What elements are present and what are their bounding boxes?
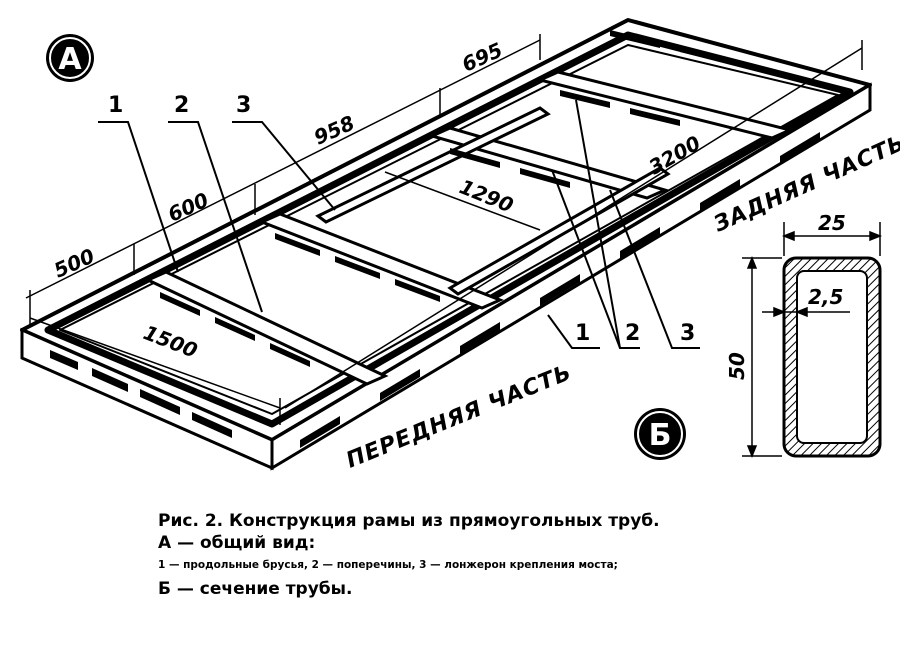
longeron bbox=[315, 106, 551, 224]
callout-1-bottom: 1 bbox=[575, 321, 590, 346]
callout-1-top: 1 bbox=[108, 93, 123, 118]
caption-legend: 1 — продольные брусья, 2 — поперечины, 3… bbox=[158, 559, 618, 571]
cross-member bbox=[427, 126, 670, 200]
callout-3-top: 3 bbox=[236, 93, 251, 118]
callout-leaders-top bbox=[98, 121, 336, 313]
cross-member bbox=[258, 212, 504, 310]
cross-members bbox=[144, 70, 795, 386]
cross-member-holes bbox=[160, 30, 730, 367]
caption-view-a: А — общий вид: bbox=[158, 533, 316, 553]
tube-inner bbox=[796, 270, 868, 444]
figure-caption: Рис. 2. Конструкция рамы из прямоугольны… bbox=[158, 510, 838, 600]
badge-b: Б bbox=[634, 408, 686, 460]
dim-50: 50 bbox=[725, 352, 749, 380]
dim-line-1500 bbox=[29, 317, 281, 409]
dim-500: 500 bbox=[50, 244, 98, 283]
frame-right-wall bbox=[270, 82, 872, 471]
callout-leaders-bottom bbox=[547, 99, 700, 349]
frame-diagram: 500 600 958 695 1290 3200 1500 1 2 3 1 2… bbox=[20, 18, 900, 474]
badge-a: А bbox=[46, 34, 94, 82]
dim-695: 695 bbox=[458, 38, 506, 77]
callout-2-top: 2 bbox=[174, 93, 189, 118]
cross-member bbox=[535, 70, 795, 140]
badge-a-letter: А bbox=[58, 42, 82, 77]
dim-2-5: 2,5 bbox=[808, 285, 843, 309]
dim-600: 600 bbox=[164, 188, 212, 227]
dim-25: 25 bbox=[818, 211, 846, 235]
dim-line-1290 bbox=[384, 171, 541, 231]
dim-line-top bbox=[25, 39, 541, 299]
callout-3-bottom: 3 bbox=[680, 321, 695, 346]
frame-wall-holes bbox=[50, 132, 820, 448]
callout-2-bottom: 2 bbox=[625, 321, 640, 346]
frame-view-a: 500 600 958 695 1290 3200 1500 1 2 3 1 2… bbox=[20, 18, 900, 474]
badge-b-letter: Б bbox=[649, 418, 672, 453]
caption-title: Рис. 2. Конструкция рамы из прямоугольны… bbox=[158, 511, 660, 531]
caption-view-b: Б — сечение трубы. bbox=[158, 579, 353, 599]
cross-member bbox=[144, 270, 389, 386]
section-view-b: 25 50 2,5 Б bbox=[634, 211, 883, 460]
